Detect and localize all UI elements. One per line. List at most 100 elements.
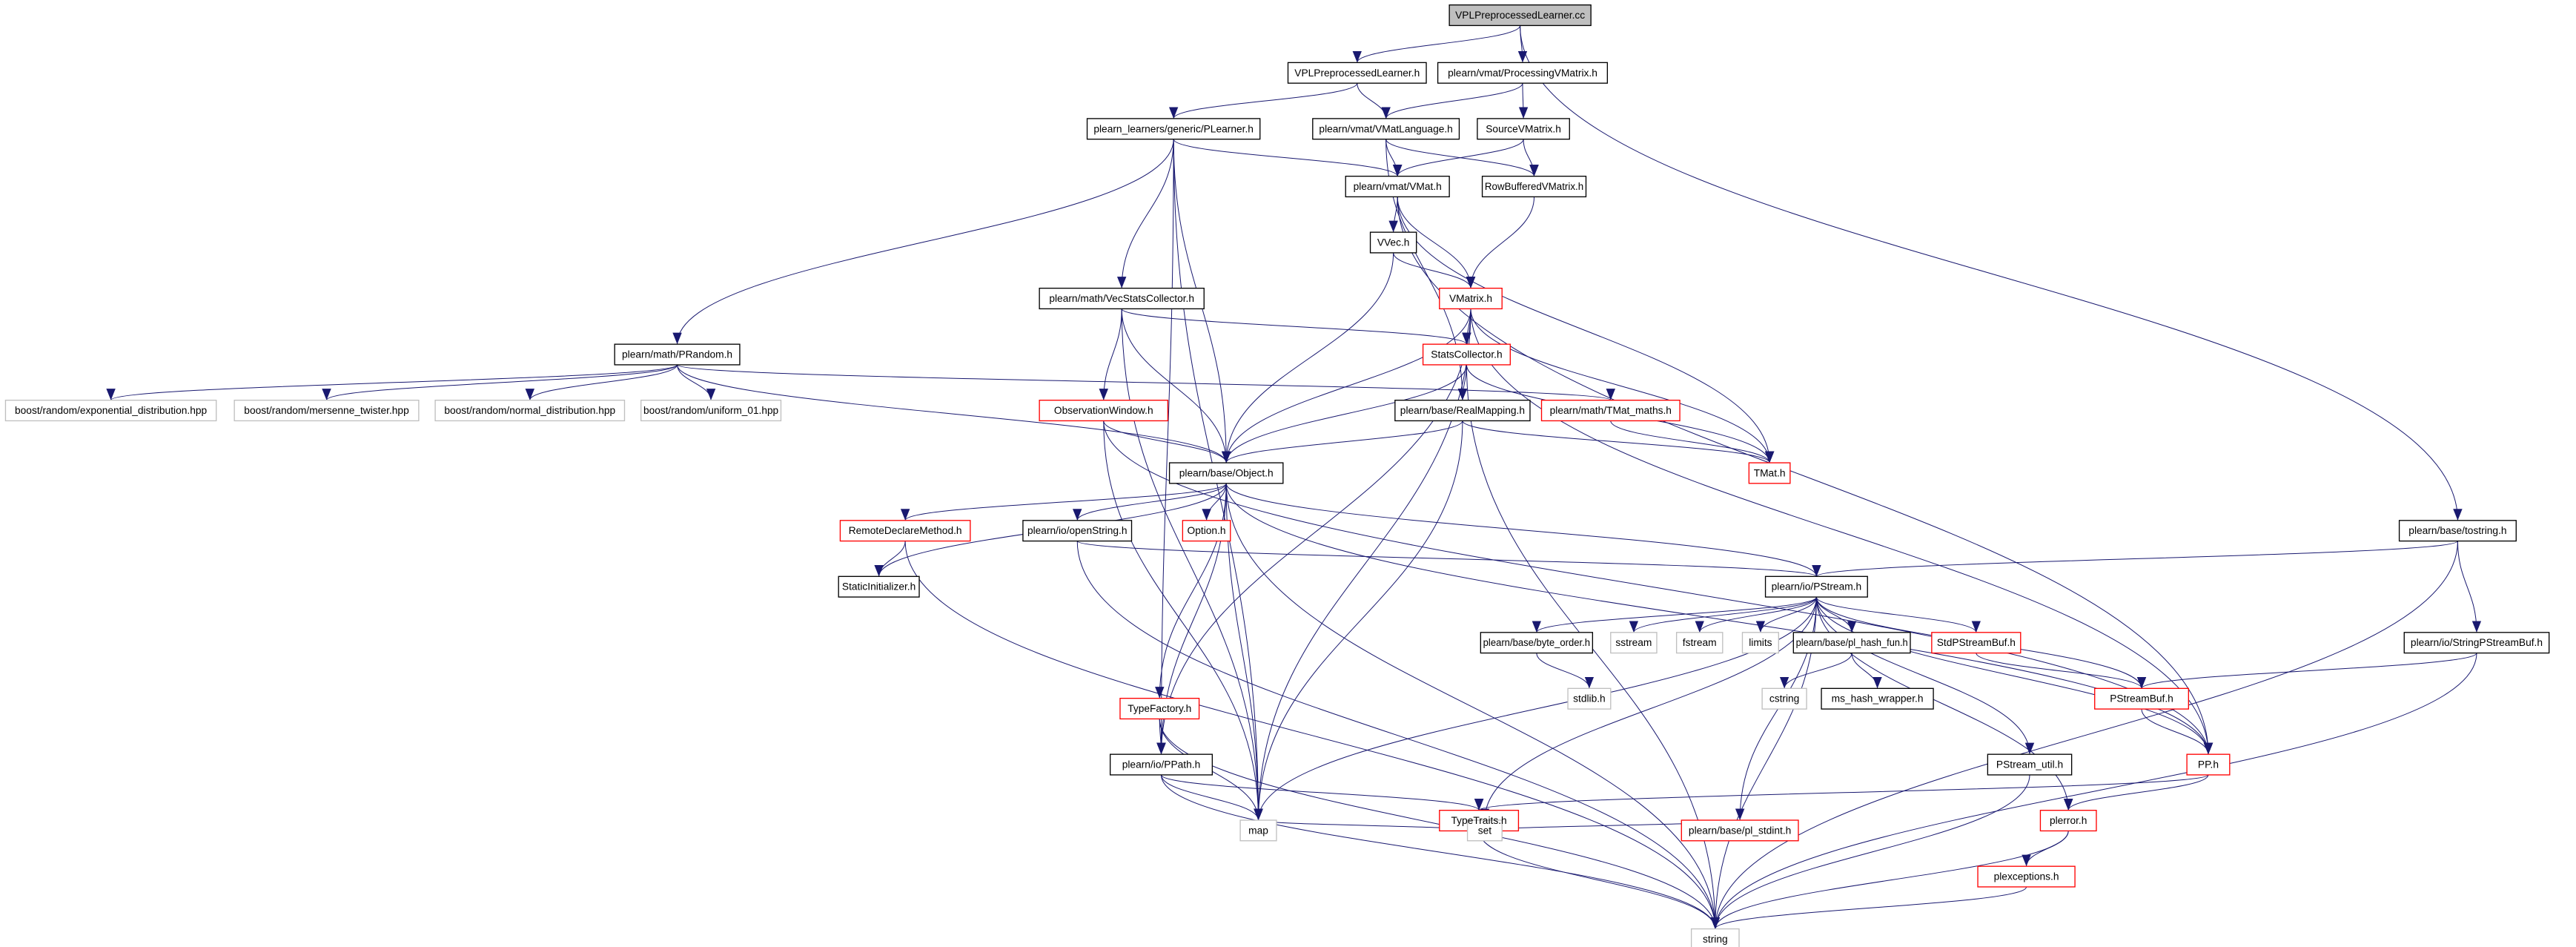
node-label: boost/random/mersenne_twister.hpp bbox=[244, 405, 409, 416]
node-bmt[interactable] bbox=[234, 400, 420, 422]
edge-realmap-to-map bbox=[1254, 420, 1463, 820]
node-box bbox=[4, 400, 217, 422]
node-openstr[interactable] bbox=[1022, 520, 1133, 542]
node-typefactory[interactable] bbox=[1119, 697, 1200, 720]
node-limits[interactable] bbox=[1741, 632, 1779, 654]
node-tostring[interactable] bbox=[2398, 520, 2517, 542]
edge-sourcevm-to-vmat bbox=[1393, 139, 1524, 176]
node-set[interactable] bbox=[1466, 819, 1503, 842]
node-label-wrap-pstream: plearn/io/PStream.h bbox=[1772, 581, 1862, 593]
node-remote[interactable] bbox=[839, 520, 971, 542]
node-label: plearn/vmat/ProcessingVMatrix.h bbox=[1448, 67, 1597, 79]
node-pp[interactable] bbox=[2186, 753, 2231, 776]
edge-ppath-to-string bbox=[1160, 774, 1720, 929]
node-bnorm[interactable] bbox=[434, 400, 626, 422]
edge-prandom-to-bmt bbox=[322, 364, 678, 401]
node-label-wrap-buni: boost/random/uniform_01.hpp bbox=[643, 405, 778, 416]
edge-vmat-to-vmatrix bbox=[1397, 197, 1476, 288]
node-option[interactable] bbox=[1182, 520, 1231, 542]
node-box bbox=[1761, 687, 1807, 710]
node-box bbox=[614, 343, 741, 366]
edge-object-to-string bbox=[1225, 483, 1720, 929]
edge-object-to-pstream bbox=[1225, 483, 1821, 577]
node-strpsb[interactable] bbox=[2403, 632, 2550, 654]
edge-typetraits-to-string bbox=[1478, 831, 1720, 929]
node-rowbuf[interactable] bbox=[1481, 175, 1587, 198]
node-label: fstream bbox=[1683, 637, 1717, 648]
node-plearner[interactable] bbox=[1086, 118, 1261, 140]
node-cstring[interactable] bbox=[1761, 687, 1807, 710]
nodes-layer bbox=[4, 4, 2550, 947]
node-tmatmaths[interactable] bbox=[1540, 400, 1681, 422]
node-label-wrap-psutil: PStream_util.h bbox=[1996, 759, 2063, 771]
node-sourcevm[interactable] bbox=[1477, 118, 1570, 140]
node-label: boost/random/exponential_distribution.hp… bbox=[15, 405, 207, 416]
node-map[interactable] bbox=[1239, 819, 1277, 842]
node-box bbox=[1987, 753, 2073, 776]
node-label: VPLPreprocessedLearner.h bbox=[1294, 67, 1420, 79]
node-label-wrap-vmatlang: plearn/vmat/VMatLanguage.h bbox=[1319, 123, 1452, 134]
node-box bbox=[1039, 287, 1205, 310]
node-prandom[interactable] bbox=[614, 343, 741, 366]
node-psutil[interactable] bbox=[1987, 753, 2073, 776]
node-ppath[interactable] bbox=[1109, 753, 1213, 776]
node-label: plearn/io/openString.h bbox=[1027, 525, 1128, 536]
node-buni[interactable] bbox=[640, 400, 782, 422]
node-plexc[interactable] bbox=[1977, 865, 2076, 888]
node-vmatrix[interactable] bbox=[1439, 287, 1503, 310]
node-label-wrap-ppath: plearn/io/PPath.h bbox=[1122, 759, 1201, 771]
node-label-wrap-staticinit: StaticInitializer.h bbox=[842, 581, 915, 593]
node-label-wrap-vmatrix: VMatrix.h bbox=[1449, 293, 1492, 304]
edge-stats-to-object bbox=[1222, 364, 1467, 463]
node-plerror[interactable] bbox=[2039, 810, 2097, 832]
node-sstream[interactable] bbox=[1610, 632, 1658, 654]
node-object[interactable] bbox=[1168, 462, 1284, 484]
node-label-wrap-tmatmaths: plearn/math/TMat_maths.h bbox=[1550, 405, 1672, 416]
node-stats[interactable] bbox=[1422, 343, 1511, 366]
node-stdlib[interactable] bbox=[1567, 687, 1612, 710]
node-box bbox=[1481, 175, 1587, 198]
node-realmap[interactable] bbox=[1394, 400, 1531, 422]
node-box bbox=[234, 400, 420, 422]
node-label-wrap-option: Option.h bbox=[1188, 525, 1226, 536]
edge-object-to-remote bbox=[901, 483, 1227, 521]
node-label: SourceVMatrix.h bbox=[1486, 123, 1561, 134]
node-staticinit[interactable] bbox=[838, 575, 920, 598]
node-vmat[interactable] bbox=[1345, 175, 1450, 198]
node-label: StaticInitializer.h bbox=[842, 581, 915, 593]
node-vmatlang[interactable] bbox=[1312, 118, 1460, 140]
edge-remote-to-staticinit bbox=[874, 541, 906, 577]
node-label: plearn/math/PRandom.h bbox=[622, 349, 732, 360]
edge-plearner-to-prandom bbox=[672, 139, 1174, 345]
node-box bbox=[434, 400, 626, 422]
node-stdpsb[interactable] bbox=[1931, 632, 2022, 654]
node-obswin[interactable] bbox=[1039, 400, 1169, 422]
node-vplh[interactable] bbox=[1287, 62, 1427, 84]
node-psb[interactable] bbox=[2094, 687, 2189, 710]
node-mshash[interactable] bbox=[1821, 687, 1934, 710]
edge-tostring-to-pstream bbox=[1812, 541, 2458, 577]
node-box bbox=[1931, 632, 2022, 654]
node-procvm[interactable] bbox=[1437, 62, 1609, 84]
node-stdint[interactable] bbox=[1681, 819, 1799, 842]
edge-vmatrix-to-object bbox=[1222, 308, 1471, 463]
node-label-wrap-bnorm: boost/random/normal_distribution.hpp bbox=[444, 405, 615, 416]
node-tmat[interactable] bbox=[1748, 462, 1791, 484]
edge-vplh-to-vmatlang bbox=[1357, 83, 1391, 119]
node-box bbox=[2186, 753, 2231, 776]
node-box bbox=[1312, 118, 1460, 140]
node-bexp[interactable] bbox=[4, 400, 217, 422]
node-box bbox=[1182, 520, 1231, 542]
node-vvec[interactable] bbox=[1369, 231, 1417, 254]
node-fstream[interactable] bbox=[1675, 632, 1724, 654]
node-string[interactable] bbox=[1690, 928, 1740, 947]
node-pstream[interactable] bbox=[1764, 575, 1868, 598]
node-label: plearn/math/VecStatsCollector.h bbox=[1049, 293, 1194, 304]
edge-openstr-to-string bbox=[1076, 541, 1720, 929]
node-cc[interactable] bbox=[1448, 4, 1592, 27]
node-hashfun[interactable] bbox=[1792, 632, 1911, 654]
node-byteorder[interactable] bbox=[1480, 632, 1594, 654]
edge-vvec-to-vmatrix bbox=[1393, 252, 1476, 288]
node-vecstats[interactable] bbox=[1039, 287, 1205, 310]
